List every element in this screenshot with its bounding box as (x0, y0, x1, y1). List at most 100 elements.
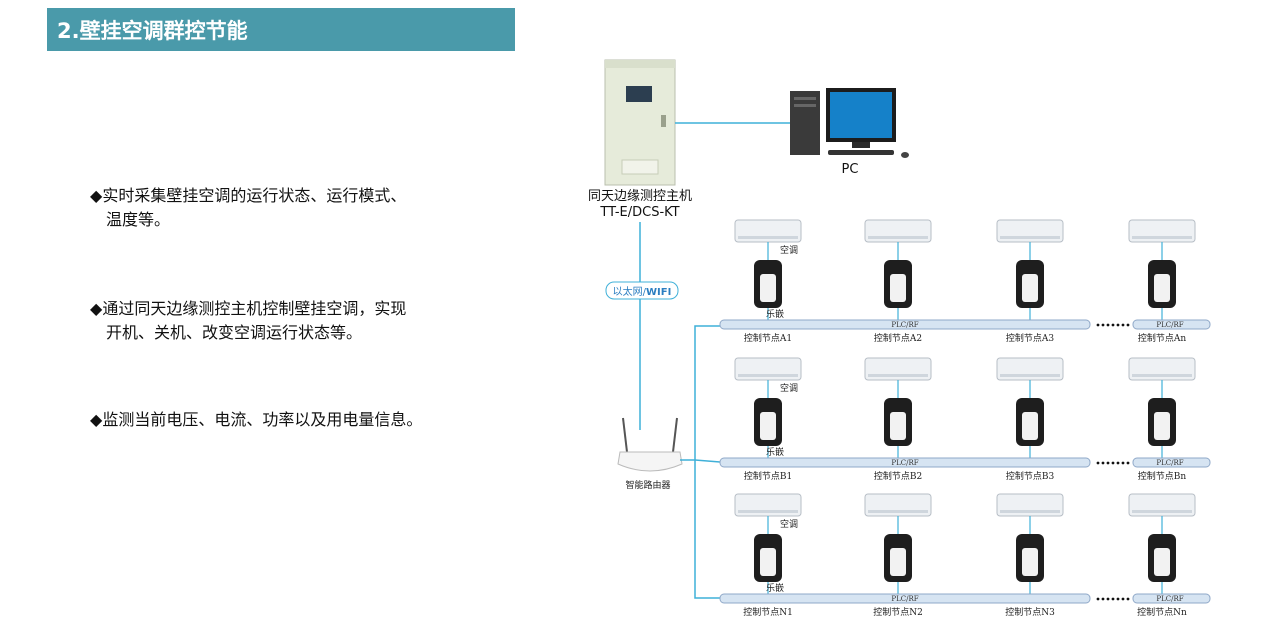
plc-rf-bus (1132, 319, 1211, 330)
bullet-marker: ◆ (90, 186, 103, 205)
controller-icon (754, 260, 782, 308)
controller-label: 乐嵌 (766, 308, 784, 320)
node-label: 控制节点B1 (744, 470, 792, 482)
page-title: 2.壁挂空调群控节能 (47, 8, 515, 51)
bus-label: PLC/RF (1156, 595, 1183, 603)
bullet-item: ◆监测当前电压、电流、功率以及用电量信息。 (90, 408, 422, 432)
air-conditioner-icon (1128, 493, 1196, 517)
controller-icon (1148, 260, 1176, 308)
ellipsis-dot (1126, 461, 1130, 465)
air-conditioner-icon (864, 493, 932, 517)
bus-label: PLC/RF (1156, 321, 1183, 329)
link-label-pill (605, 281, 679, 300)
ellipsis-dot (1121, 323, 1125, 327)
ellipsis-dot (1106, 597, 1110, 601)
ellipsis-dot (1111, 597, 1115, 601)
air-conditioner-icon (996, 493, 1064, 517)
node-label: 控制节点Bn (1138, 470, 1187, 482)
ellipsis-dot (1106, 323, 1110, 327)
plc-rf-bus (719, 593, 1091, 604)
controller-icon (884, 260, 912, 308)
group-link (694, 459, 721, 463)
ellipsis-dot (1121, 597, 1125, 601)
plc-rf-bus (719, 457, 1091, 468)
bullet-item: ◆通过同天边缘测控主机控制壁挂空调，实现 开机、关机、改变空调运行状态等。 (90, 297, 406, 345)
node-label: 控制节点An (1138, 332, 1186, 344)
ellipsis-dot (1096, 461, 1100, 465)
host-name: 同天边缘测控主机 (588, 189, 692, 204)
ellipsis-dot (1111, 323, 1115, 327)
node-label: 控制节点A1 (744, 332, 792, 344)
bullet-item: ◆实时采集壁挂空调的运行状态、运行模式、 温度等。 (90, 184, 406, 232)
ellipsis-dot (1116, 461, 1120, 465)
controller-icon (1148, 534, 1176, 582)
plc-rf-bus (1132, 593, 1211, 604)
controller-label: 乐嵌 (766, 446, 784, 458)
bus-label: PLC/RF (891, 459, 918, 467)
ellipsis-dot (1121, 461, 1125, 465)
node-label: 控制节点A3 (1006, 332, 1054, 344)
controller-icon (884, 398, 912, 446)
node-label: 控制节点A2 (874, 332, 922, 344)
bullet-text-continued: 开机、关机、改变空调运行状态等。 (106, 323, 363, 342)
node-label: 控制节点B2 (874, 470, 922, 482)
air-conditioner-icon (734, 219, 802, 243)
ellipsis-dot (1101, 323, 1105, 327)
host-model: TT-E/DCS-KT (599, 205, 679, 220)
controller-icon (884, 534, 912, 582)
air-conditioner-icon (734, 357, 802, 381)
ellipsis-dot (1111, 461, 1115, 465)
bullet-text: 通过同天边缘测控主机控制壁挂空调，实现 (102, 299, 407, 318)
ellipsis-dot (1101, 597, 1105, 601)
ac-label: 空调 (780, 518, 798, 530)
ellipsis-dot (1106, 461, 1110, 465)
bullet-marker: ◆ (90, 410, 103, 429)
controller-icon (1016, 534, 1044, 582)
node-label: 控制节点Nn (1137, 606, 1187, 618)
bullet-text: 实时采集壁挂空调的运行状态、运行模式、 (102, 186, 407, 205)
ellipsis-dot (1096, 323, 1100, 327)
ellipsis-dot (1116, 323, 1120, 327)
node-label: 控制节点N2 (873, 606, 923, 618)
air-conditioner-icon (734, 493, 802, 517)
pc-label: PC (842, 162, 859, 177)
ellipsis-dot (1101, 461, 1105, 465)
ellipsis-dot (1126, 323, 1130, 327)
air-conditioner-icon (1128, 219, 1196, 243)
router-label: 智能路由器 (625, 479, 670, 491)
controller-label: 乐嵌 (766, 582, 784, 594)
air-conditioner-icon (864, 219, 932, 243)
controller-icon (754, 534, 782, 582)
node-label: 控制节点N1 (743, 606, 793, 618)
bullet-marker: ◆ (90, 299, 103, 318)
controller-icon (1016, 260, 1044, 308)
air-conditioner-icon (1128, 357, 1196, 381)
node-label: 控制节点N3 (1005, 606, 1055, 618)
controller-icon (754, 398, 782, 446)
controller-icon (1148, 398, 1176, 446)
ellipsis-dot (1096, 597, 1100, 601)
group-link (694, 460, 720, 599)
ac-label: 空调 (780, 382, 798, 394)
plc-rf-bus (1132, 457, 1211, 468)
bus-label: PLC/RF (1156, 459, 1183, 467)
ellipsis-dot (1126, 597, 1130, 601)
plc-rf-bus (719, 319, 1091, 330)
air-conditioner-icon (996, 357, 1064, 381)
ac-label: 空调 (780, 244, 798, 256)
bus-label: PLC/RF (891, 321, 918, 329)
air-conditioner-icon (864, 357, 932, 381)
link-label: 以太网/WIFI (613, 285, 672, 298)
air-conditioner-icon (996, 219, 1064, 243)
node-label: 控制节点B3 (1006, 470, 1055, 482)
host-cabinet-icon (604, 59, 676, 186)
pc-icon (790, 88, 909, 158)
router-icon (617, 417, 683, 472)
ellipsis-dot (1116, 597, 1120, 601)
bullet-text: 监测当前电压、电流、功率以及用电量信息。 (102, 410, 423, 429)
controller-icon (1016, 398, 1044, 446)
